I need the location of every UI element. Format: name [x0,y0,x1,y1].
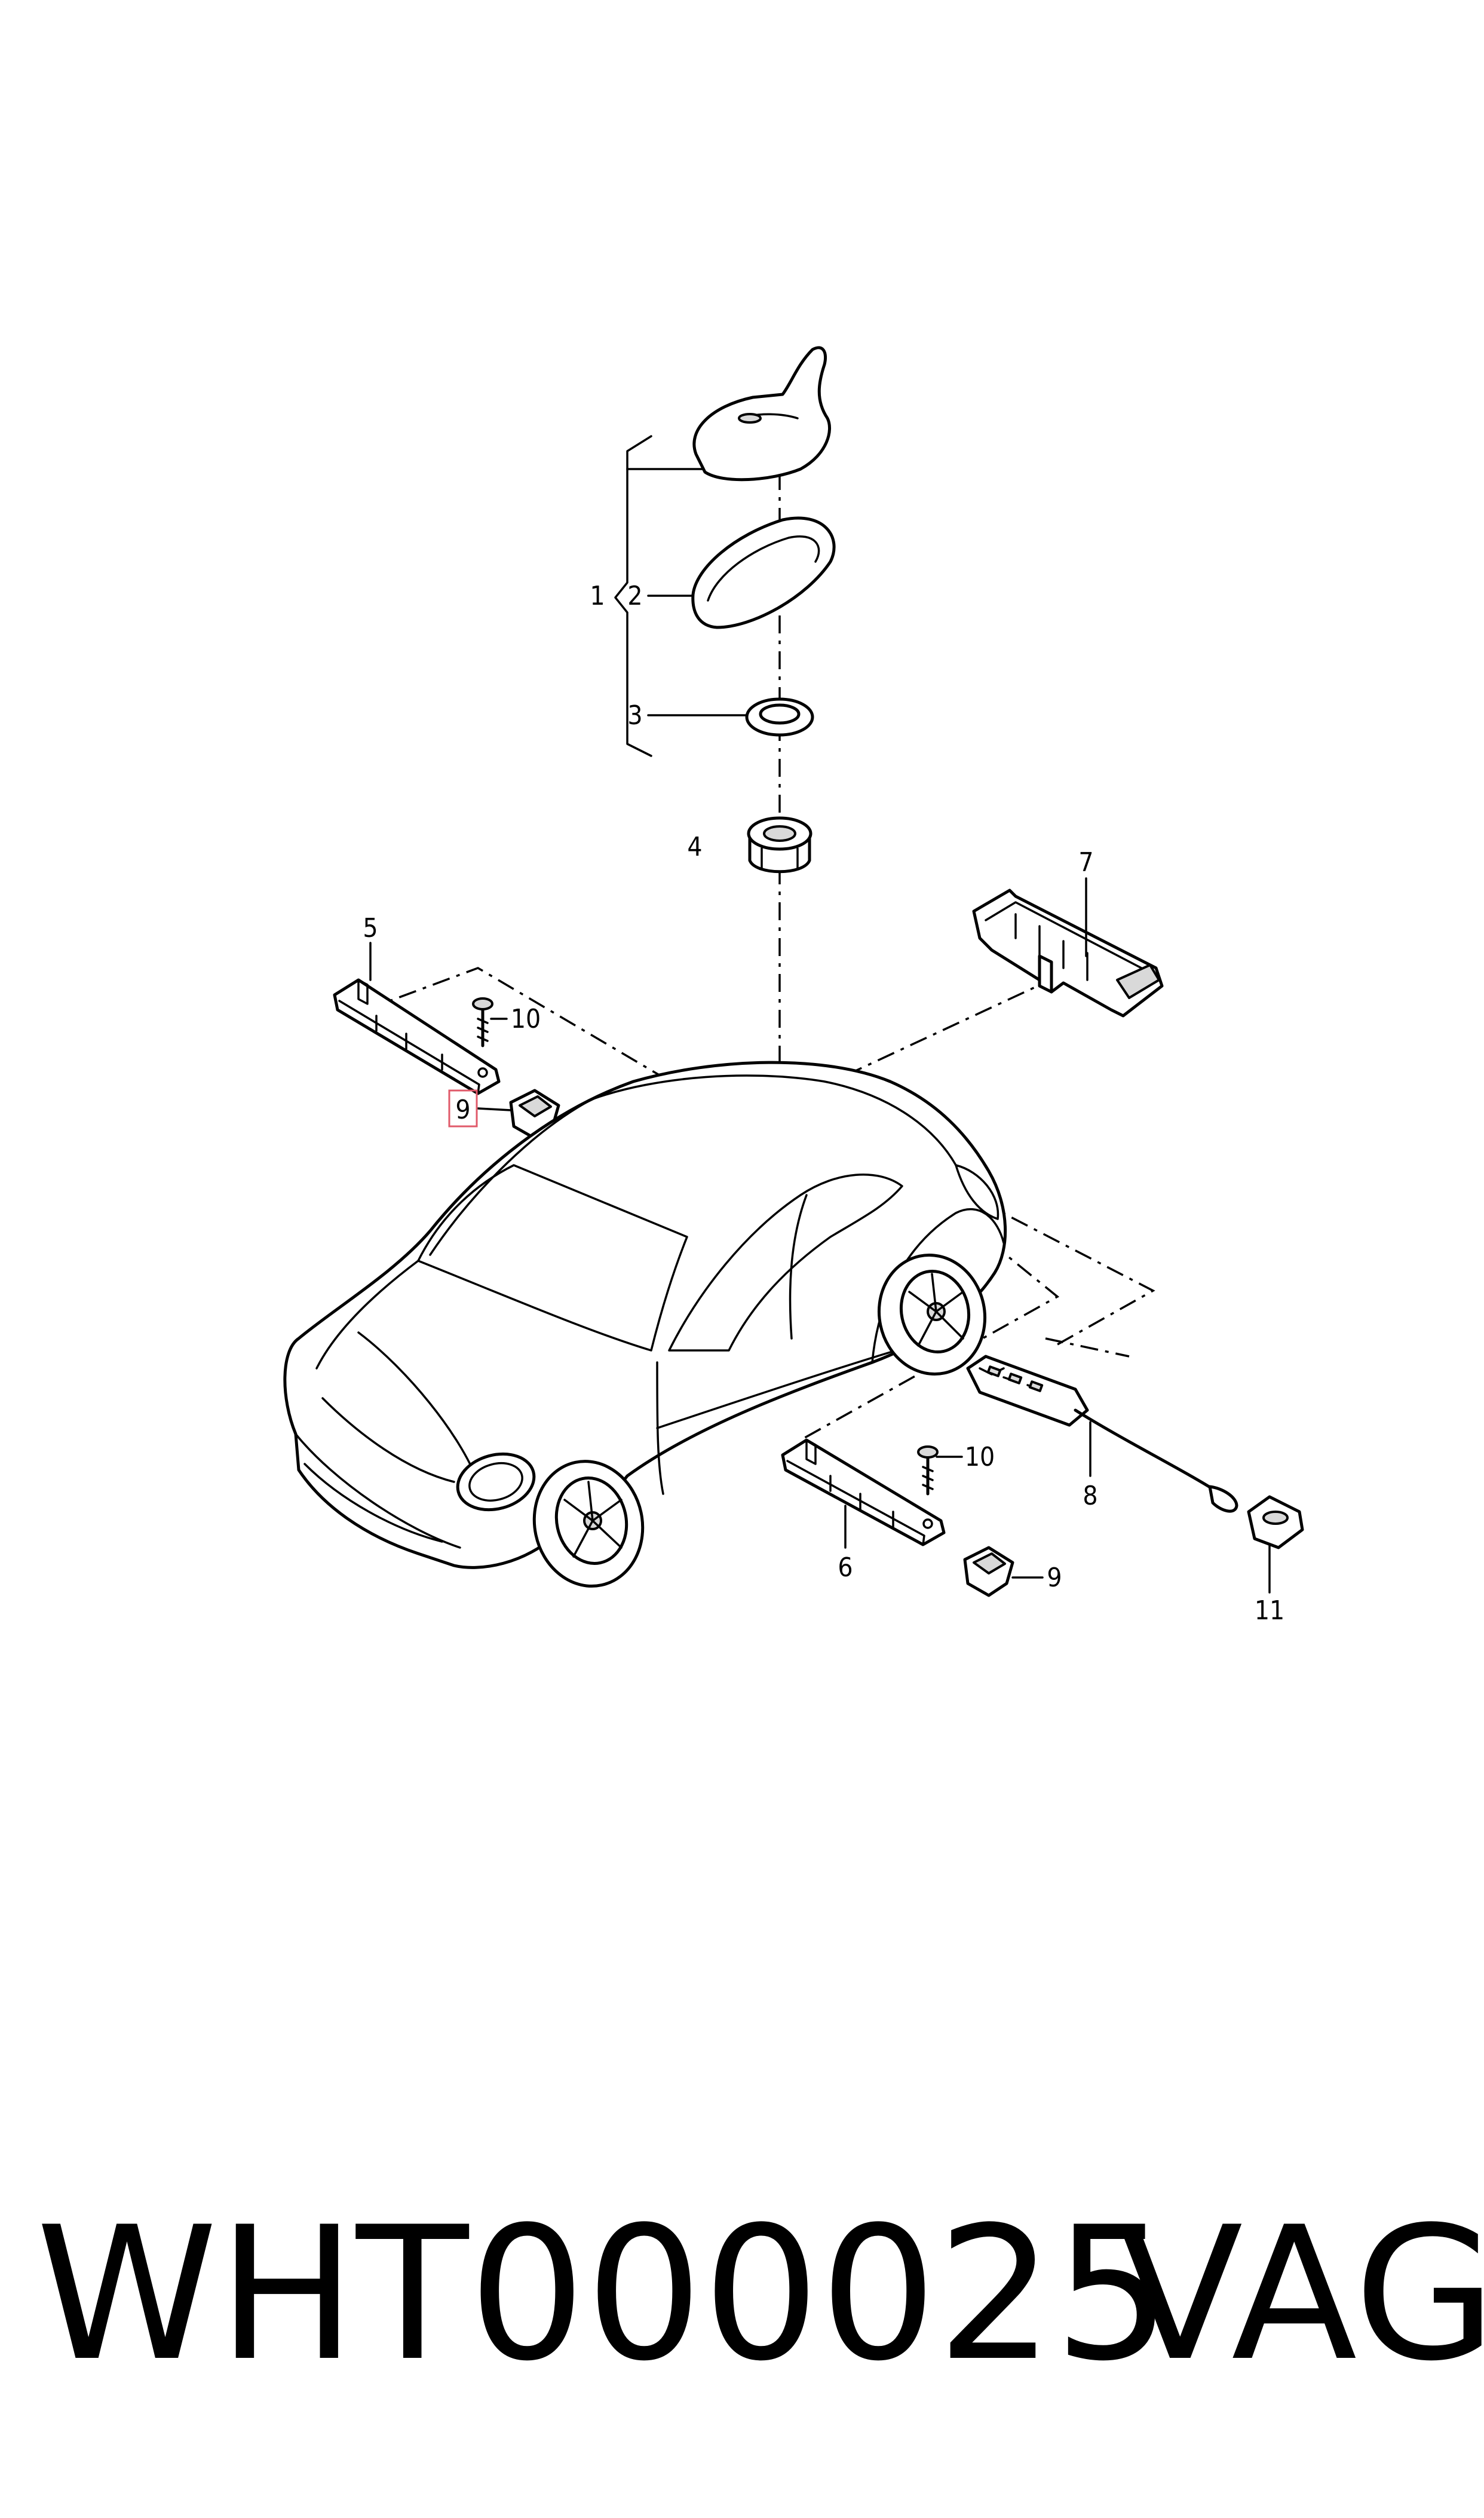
callout-11[interactable]: 11 [1255,1595,1284,1626]
callout-4[interactable]: 4 [687,832,702,862]
module-right [781,1438,946,1546]
caption: WHT000025 VAG [0,2175,1484,2414]
antenna-base [691,516,836,629]
callout-10-left[interactable]: 10 [511,1004,541,1034]
callout-10-right[interactable]: 10 [965,1442,995,1472]
module-left [333,978,501,1095]
leader-9a [477,1107,512,1111]
brand-name: VAG [1117,2187,1484,2401]
callout-1[interactable]: 1 [590,581,605,611]
dash-dot-leaders [365,472,1155,1441]
seal-ring [745,697,814,737]
grommet [1247,1495,1304,1549]
callout-9-left[interactable]: 9 [455,1095,470,1125]
assembly-bracket [614,435,748,757]
callout-labels: 1 2 3 4 5 6 7 8 9 9 10 10 11 [363,581,1284,1626]
callout-3[interactable]: 3 [627,700,642,731]
antenna-cover [692,346,831,482]
part-number: WHT000025 [36,2187,1172,2401]
screw-right [917,1445,939,1496]
highlight-box [448,1089,478,1128]
callout-6[interactable]: 6 [838,1552,853,1583]
amplifier-module [972,889,1164,1018]
callout-5[interactable]: 5 [363,913,378,944]
clip-right [963,1546,1014,1597]
callout-7[interactable]: 7 [1078,847,1093,878]
antenna-cable [966,1355,1238,1513]
callout-8[interactable]: 8 [1083,1481,1097,1511]
screw-left [472,997,493,1047]
callout-2[interactable]: 2 [627,581,642,611]
antenna-mount [747,816,812,874]
callout-9-right[interactable]: 9 [1047,1563,1062,1593]
car-body [283,1061,1007,1588]
